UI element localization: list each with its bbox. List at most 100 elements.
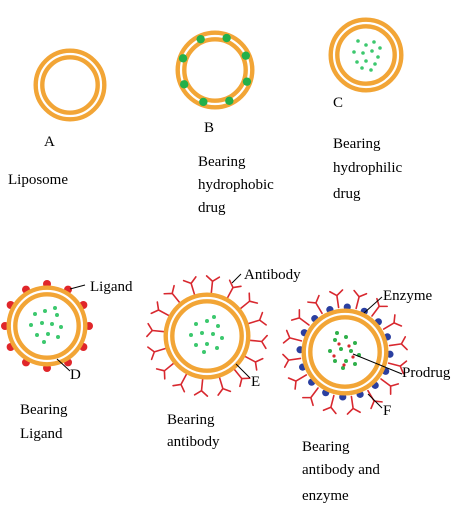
prodrug-dot-2 [344, 335, 348, 339]
panel-f-caption-line-2: antibody and [302, 462, 380, 478]
hydrophilic-drug-dot-5 [361, 51, 365, 55]
liposome-d-bilayer-gap [12, 291, 82, 361]
antibody-f-6 [303, 388, 318, 405]
drug-dot-d-6 [50, 322, 54, 326]
hydrophilic-drug-dot-13 [378, 46, 382, 50]
hydrophobic-drug-dot-2 [242, 51, 250, 59]
hydrophilic-drug-dot-3 [372, 40, 376, 44]
prodrug-red-dot-4 [351, 355, 354, 358]
prodrug-dot-12 [335, 331, 339, 335]
hydrophilic-drug-dot-11 [360, 66, 364, 70]
antibody-f-2 [381, 379, 398, 394]
antibody-e-9 [147, 324, 164, 337]
leader-antibody [232, 274, 241, 283]
antibody-e-4 [218, 377, 230, 395]
antibody-e-13 [207, 276, 220, 293]
hydrophilic-drug-dot-1 [356, 39, 360, 43]
panel-a-caption: Liposome [8, 172, 68, 188]
prodrug-dot-9 [344, 359, 348, 363]
panel-b-caption-line-3: drug [198, 200, 226, 216]
hydrophilic-drug-dot-4 [352, 50, 356, 54]
hydrophilic-drug-dot-8 [355, 60, 359, 64]
hydrophilic-drug-dot-10 [373, 62, 377, 66]
drug-dot-e-4 [189, 333, 193, 337]
drug-dot-e-1 [194, 322, 198, 326]
liposome-f-bilayer-gap [307, 314, 383, 390]
panel-f-prodrug-label: Prodrug [402, 365, 451, 381]
drug-dot-d-10 [56, 335, 60, 339]
prodrug-dot-10 [353, 362, 357, 366]
prodrug-dot-8 [333, 359, 337, 363]
leader-e [236, 364, 250, 378]
drug-dot-d-8 [35, 333, 39, 337]
panel-c-caption-line-1: Bearing [333, 136, 381, 152]
prodrug-red-dot-3 [332, 354, 335, 357]
drug-dot-d-7 [59, 325, 63, 329]
antibody-f-10 [292, 310, 309, 325]
drug-dot-e-8 [194, 343, 198, 347]
prodrug-dot-4 [328, 349, 332, 353]
prodrug-dot-1 [333, 338, 337, 342]
prodrug-dot-11 [341, 366, 345, 370]
hydrophobic-drug-dot-6 [180, 80, 188, 88]
drug-dot-e-9 [205, 342, 209, 346]
drug-dot-e-5 [200, 331, 204, 335]
antibody-e-11 [164, 286, 180, 303]
antibody-e-2 [245, 356, 263, 370]
panel-e-caption-line-2: antibody [167, 434, 220, 450]
antibody-f-12 [330, 290, 343, 308]
antibody-f-9 [284, 331, 302, 343]
prodrug-red-dot-2 [347, 344, 350, 347]
hydrophobic-drug-dot-4 [225, 97, 233, 105]
panel-c-letter: C [333, 95, 343, 111]
panel-f-caption-line-3: enzyme [302, 488, 349, 504]
liposome-shapes [1, 23, 407, 414]
panel-b-caption-line-2: hydrophobic [198, 177, 274, 193]
panel-d-caption-line-2: Ligand [20, 426, 63, 442]
panel-a-letter: A [44, 134, 55, 150]
hydrophobic-drug-dot-7 [179, 54, 187, 62]
panel-e-caption-line-1: Bearing [167, 412, 215, 428]
antibody-e-12 [184, 277, 196, 295]
antibody-e-1 [250, 336, 267, 349]
drug-dot-e-7 [220, 336, 224, 340]
drug-dot-d-9 [46, 332, 50, 336]
hydrophobic-drug-dot-8 [196, 35, 204, 43]
antibody-e-7 [157, 363, 174, 379]
drug-dot-d-11 [42, 340, 46, 344]
panel-d-caption-line-1: Bearing [20, 402, 68, 418]
antibody-e-3 [234, 369, 250, 386]
antibody-e-5 [195, 379, 208, 396]
drug-dot-e-6 [211, 332, 215, 336]
drug-dot-e-10 [215, 346, 219, 350]
antibody-e-14 [227, 280, 241, 298]
antibody-f-5 [324, 396, 336, 414]
antibody-e-8 [148, 347, 166, 359]
panel-c-caption-line-3: drug [333, 186, 361, 202]
prodrug-dot-5 [339, 347, 343, 351]
drug-dot-d-3 [55, 313, 59, 317]
panel-b-caption-line-1: Bearing [198, 154, 246, 170]
drug-dot-d-2 [43, 309, 47, 313]
antibody-e-6 [173, 374, 187, 392]
drug-dot-e-12 [212, 315, 216, 319]
liposome-e-bilayer-gap [169, 298, 245, 374]
liposome-c-bilayer-gap [334, 23, 398, 87]
liposome-a-bilayer-gap [39, 54, 101, 116]
hydrophilic-drug-dot-6 [370, 49, 374, 53]
panel-f-letter: F [383, 403, 391, 419]
panel-d-letter: D [70, 367, 81, 383]
prodrug-red-dot-5 [342, 363, 345, 366]
panel-f-enzyme-label: Enzyme [383, 288, 432, 304]
antibody-e-10 [151, 302, 169, 316]
panel-e-antibody-label: Antibody [244, 267, 301, 283]
antibody-f-13 [354, 291, 366, 309]
antibody-f-11 [308, 296, 322, 314]
antibody-e-16 [248, 313, 266, 325]
drug-dot-e-3 [216, 324, 220, 328]
drug-dot-d-5 [40, 321, 44, 325]
panel-e-letter: E [251, 374, 260, 390]
hydrophobic-drug-dot-1 [222, 34, 230, 42]
panel-c-caption-line-2: hydrophilic [333, 160, 402, 176]
